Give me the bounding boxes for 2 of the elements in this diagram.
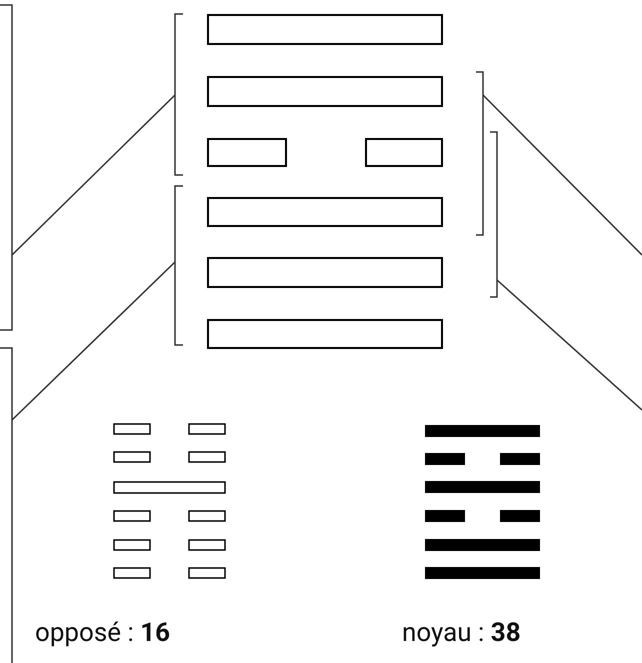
caption-text: opposé : 16 [35,618,170,648]
caption-text: noyau : 38 [402,618,521,648]
